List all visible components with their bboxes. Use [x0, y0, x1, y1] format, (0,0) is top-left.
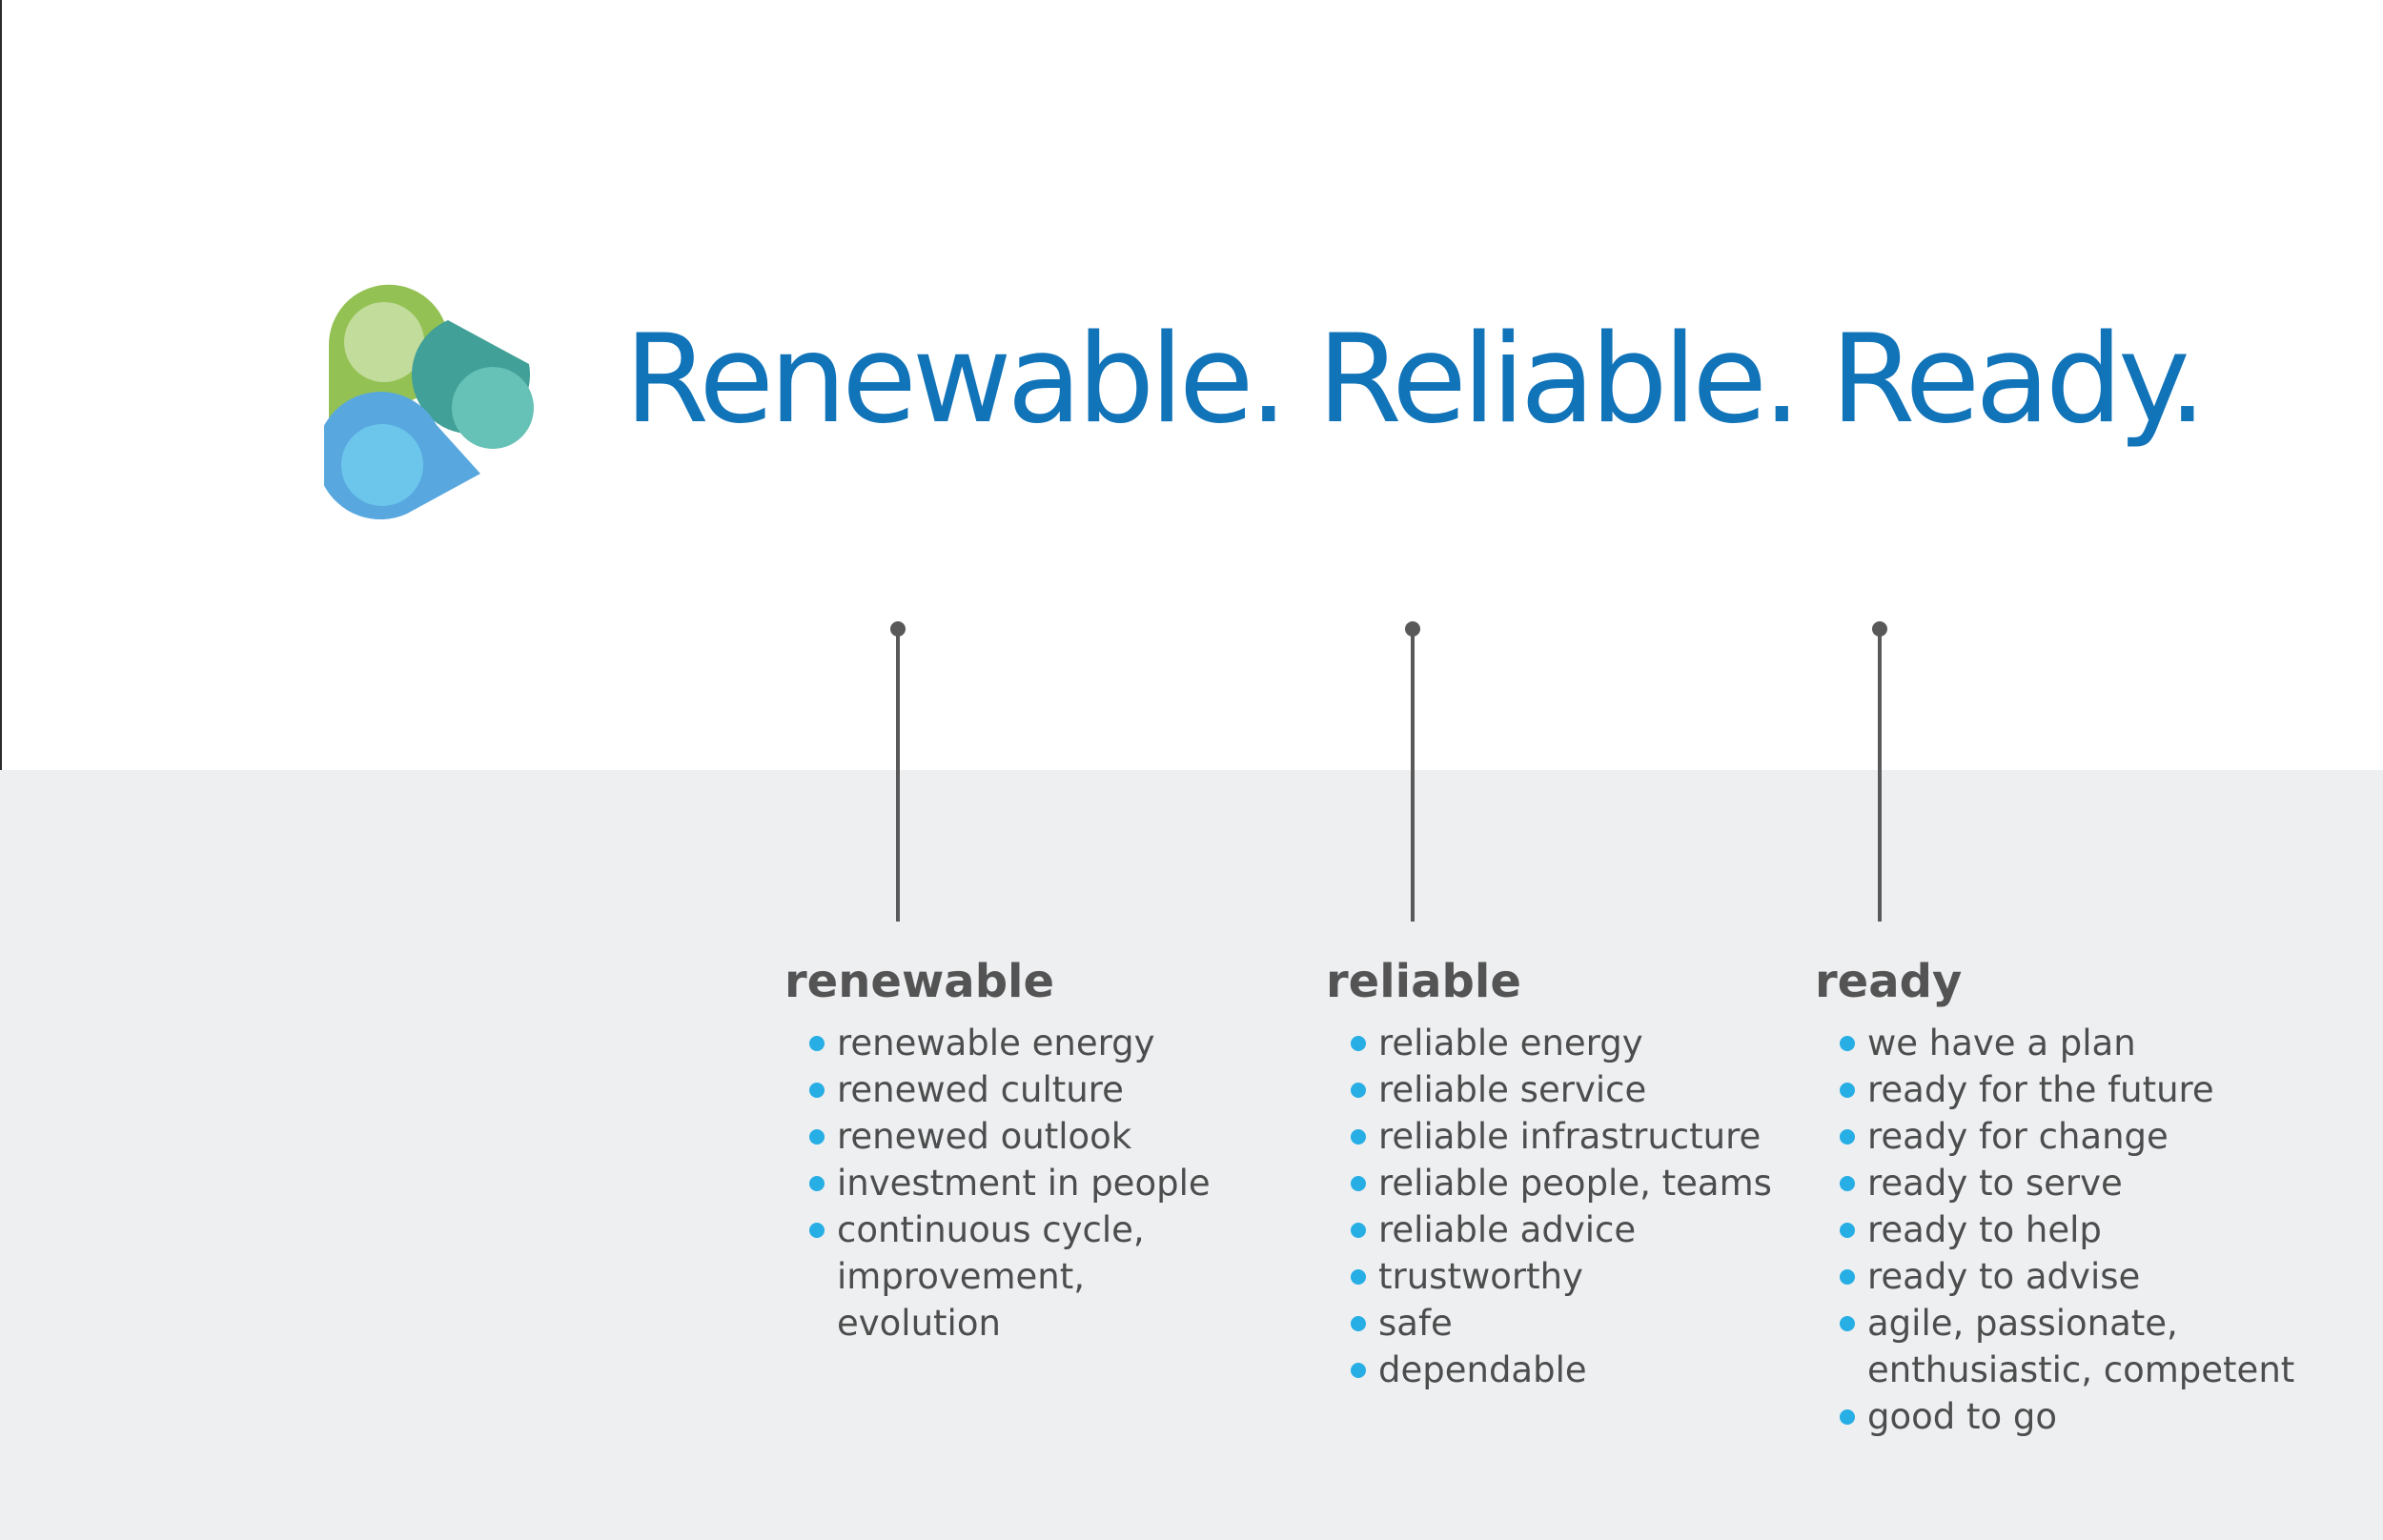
list-item-text: ready for the future	[1867, 1069, 2214, 1110]
bullet-dot-icon	[1351, 1363, 1366, 1378]
connector-stem	[896, 629, 900, 922]
pillar-title: ready	[1815, 955, 1963, 1008]
list-item-text: ready to serve	[1867, 1163, 2123, 1204]
bullet-dot-icon	[1840, 1176, 1855, 1191]
list-item-text: agile, passionate,	[1867, 1303, 2178, 1344]
list-item-text: ready to help	[1867, 1209, 2102, 1250]
list-item: good to go	[1815, 1393, 2294, 1440]
list-item: ready for the future	[1815, 1066, 2294, 1113]
list-item-text: good to go	[1867, 1396, 2058, 1437]
pillar-title: reliable	[1326, 955, 1521, 1008]
pillar-ready: ready we have a plan ready for the future…	[1815, 951, 2294, 1440]
bullet-dot-icon	[1351, 1269, 1366, 1285]
pillar-title: renewable	[784, 955, 1055, 1008]
list-item: reliable service	[1326, 1066, 1772, 1113]
pillar-list: reliable energy reliable service reliable …	[1326, 1020, 1772, 1393]
list-item: safe	[1326, 1300, 1772, 1347]
list-item-text: continuous cycle,	[837, 1209, 1145, 1250]
pillar-reliable: reliable reliable energy reliable service…	[1326, 951, 1772, 1393]
list-item-text: reliable people, teams	[1378, 1163, 1772, 1204]
pillar-list: we have a plan ready for the future ready …	[1815, 1020, 2294, 1440]
bullet-dot-icon	[809, 1223, 825, 1238]
bullet-dot-icon	[1840, 1129, 1855, 1145]
lower-background-band	[0, 770, 2383, 1540]
bullet-dot-icon	[1840, 1269, 1855, 1285]
list-item-text: renewable energy	[837, 1023, 1155, 1064]
bullet-dot-icon	[1840, 1223, 1855, 1238]
list-item-text: renewed culture	[837, 1069, 1124, 1110]
list-item-text: reliable advice	[1378, 1209, 1637, 1250]
list-item: ready to help	[1815, 1206, 2294, 1253]
pillar-list: renewable energy renewed culture renewed o…	[784, 1020, 1211, 1347]
list-item: ready for change	[1815, 1113, 2294, 1160]
list-item: investment in people	[784, 1160, 1211, 1206]
list-item-text: evolution	[837, 1303, 1001, 1344]
list-item-text: improvement,	[837, 1256, 1086, 1297]
list-item: ready to serve	[1815, 1160, 2294, 1206]
list-item-text: renewed outlook	[837, 1116, 1132, 1157]
bullet-dot-icon	[1351, 1176, 1366, 1191]
tagline-heading: Renewable. Reliable. Ready.	[624, 309, 2207, 451]
list-item-text: ready to advise	[1867, 1256, 2141, 1297]
bullet-dot-icon	[1351, 1316, 1366, 1331]
list-item-text: investment in people	[837, 1163, 1211, 1204]
bullet-dot-icon	[1351, 1083, 1366, 1098]
list-item: reliable infrastructure	[1326, 1113, 1772, 1160]
list-item-text: reliable infrastructure	[1378, 1116, 1762, 1157]
connector-stem	[1411, 629, 1415, 922]
bullet-dot-icon	[809, 1176, 825, 1191]
list-item: agile, passionate, enthusiastic, competen…	[1815, 1300, 2294, 1393]
bullet-dot-icon	[809, 1036, 825, 1051]
bullet-dot-icon	[1840, 1036, 1855, 1051]
list-item-text: safe	[1378, 1303, 1453, 1344]
list-item-text: reliable energy	[1378, 1023, 1643, 1064]
list-item: renewable energy	[784, 1020, 1211, 1066]
pillar-renewable: renewable renewable energy renewed cultur…	[784, 951, 1211, 1347]
list-item: we have a plan	[1815, 1020, 2294, 1066]
connector-stem	[1878, 629, 1882, 922]
list-item: ready to advise	[1815, 1253, 2294, 1300]
bullet-dot-icon	[809, 1083, 825, 1098]
bullet-dot-icon	[1840, 1083, 1855, 1098]
list-item: continuous cycle, improvement, evolution	[784, 1206, 1211, 1347]
list-item: reliable advice	[1326, 1206, 1772, 1253]
list-item: dependable	[1326, 1347, 1772, 1393]
list-item: reliable energy	[1326, 1020, 1772, 1066]
list-item-text: dependable	[1378, 1349, 1587, 1390]
bullet-dot-icon	[1840, 1409, 1855, 1425]
bullet-dot-icon	[809, 1129, 825, 1145]
bullet-dot-icon	[1351, 1036, 1366, 1051]
bullet-dot-icon	[1351, 1129, 1366, 1145]
list-item: reliable people, teams	[1326, 1160, 1772, 1206]
bullet-dot-icon	[1840, 1316, 1855, 1331]
three-droplet-logo-icon	[324, 284, 534, 520]
list-item-text: trustworthy	[1378, 1256, 1583, 1297]
list-item-text: enthusiastic, competent	[1867, 1349, 2295, 1390]
list-item-text: ready for change	[1867, 1116, 2169, 1157]
list-item: renewed outlook	[784, 1113, 1211, 1160]
list-item-text: reliable service	[1378, 1069, 1647, 1110]
list-item: renewed culture	[784, 1066, 1211, 1113]
list-item: trustworthy	[1326, 1253, 1772, 1300]
list-item-text: we have a plan	[1867, 1023, 2136, 1064]
bullet-dot-icon	[1351, 1223, 1366, 1238]
